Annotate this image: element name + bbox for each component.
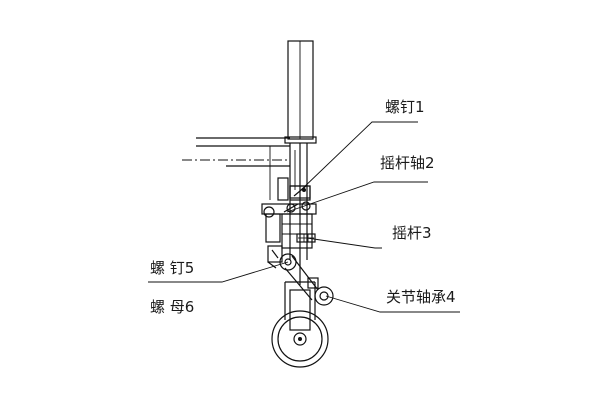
label-screw-1: 螺钉1	[385, 98, 425, 116]
label-rocker-3: 摇杆3	[392, 224, 432, 242]
label-rocker-shaft-2: 摇杆轴2	[380, 154, 435, 172]
caster-fork	[284, 281, 316, 331]
leader-lines	[148, 121, 460, 313]
rocker-3-part	[296, 233, 316, 243]
frame-bars	[182, 137, 290, 200]
linkage-arm	[284, 255, 319, 301]
label-joint-bearing-4: 关节轴承4	[386, 288, 456, 306]
label-nut-6: 螺 母6	[150, 298, 194, 316]
rocker-shaft-2-part	[283, 203, 299, 213]
caster-wheel	[271, 310, 329, 368]
label-screw-5: 螺 钉5	[150, 259, 194, 277]
upper-column	[284, 40, 317, 144]
